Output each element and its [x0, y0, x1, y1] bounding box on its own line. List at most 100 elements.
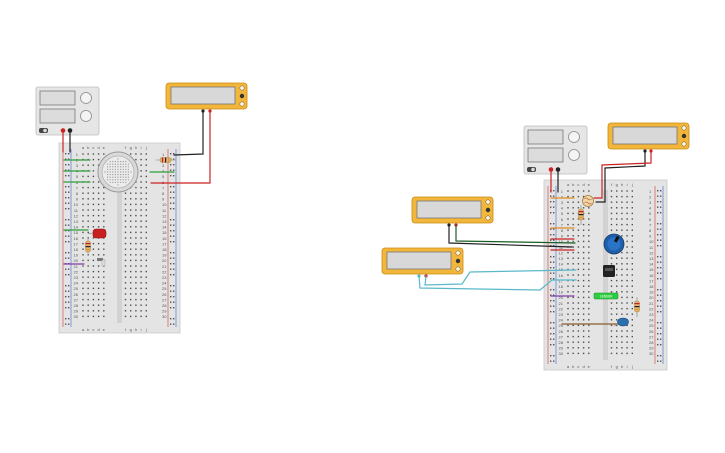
breadboard-hole[interactable]	[140, 226, 142, 228]
rail-hole[interactable]	[553, 294, 555, 296]
breadboard-hole[interactable]	[616, 313, 618, 315]
breadboard-hole[interactable]	[145, 254, 147, 256]
breadboard-hole[interactable]	[130, 298, 132, 301]
right-resistor-2[interactable]	[634, 297, 640, 317]
breadboard-hole[interactable]	[92, 181, 95, 183]
breadboard-hole[interactable]	[145, 192, 147, 194]
breadboard-hole[interactable]	[87, 186, 89, 189]
rail-hole[interactable]	[173, 274, 175, 276]
breadboard-hole[interactable]	[130, 287, 132, 290]
breadboard-hole[interactable]	[140, 220, 142, 222]
breadboard-hole[interactable]	[145, 203, 147, 206]
breadboard-hole[interactable]	[572, 335, 574, 338]
breadboard-hole[interactable]	[631, 201, 633, 203]
breadboard-hole[interactable]	[87, 276, 89, 278]
rail-hole[interactable]	[660, 261, 662, 263]
breadboard-hole[interactable]	[610, 257, 613, 259]
left-power-supply[interactable]	[35, 86, 100, 136]
breadboard-hole[interactable]	[588, 291, 590, 293]
rail-hole[interactable]	[657, 355, 659, 357]
breadboard-hole[interactable]	[616, 291, 618, 293]
rail-hole[interactable]	[660, 201, 662, 203]
breadboard-hole[interactable]	[621, 223, 623, 226]
breadboard-hole[interactable]	[130, 242, 132, 245]
breadboard-hole[interactable]	[140, 158, 142, 161]
breadboard-hole[interactable]	[572, 195, 574, 198]
breadboard-hole[interactable]	[616, 330, 618, 332]
rail-hole[interactable]	[170, 241, 172, 243]
breadboard-hole[interactable]	[124, 192, 127, 194]
left-psu-knob-current[interactable]	[80, 110, 92, 122]
rail-hole[interactable]	[68, 290, 70, 292]
breadboard-hole[interactable]	[82, 226, 84, 228]
breadboard-hole[interactable]	[588, 335, 590, 338]
breadboard-hole[interactable]	[626, 207, 628, 209]
breadboard-hole[interactable]	[621, 279, 623, 282]
breadboard-hole[interactable]	[572, 285, 574, 287]
rail-hole[interactable]	[173, 263, 175, 265]
rail-hole[interactable]	[65, 307, 67, 309]
right-capacitor[interactable]	[613, 317, 629, 327]
breadboard-hole[interactable]	[610, 201, 613, 203]
rail-hole[interactable]	[660, 234, 662, 236]
breadboard-hole[interactable]	[130, 254, 132, 256]
breadboard-hole[interactable]	[145, 310, 147, 312]
breadboard-hole[interactable]	[582, 307, 585, 310]
breadboard-hole[interactable]	[582, 302, 585, 304]
breadboard-hole[interactable]	[572, 296, 574, 299]
rail-hole[interactable]	[657, 201, 659, 203]
breadboard-hole[interactable]	[145, 214, 147, 217]
breadboard-hole[interactable]	[145, 181, 147, 183]
breadboard-hole[interactable]	[82, 214, 84, 217]
breadboard-hole[interactable]	[97, 192, 100, 194]
rail-hole[interactable]	[660, 278, 662, 280]
breadboard-hole[interactable]	[82, 186, 84, 189]
breadboard-hole[interactable]	[572, 235, 574, 237]
rail-hole[interactable]	[173, 241, 175, 243]
breadboard-hole[interactable]	[135, 282, 137, 284]
breadboard-hole[interactable]	[567, 223, 569, 226]
breadboard-hole[interactable]	[97, 287, 100, 290]
breadboard-hole[interactable]	[124, 259, 127, 262]
breadboard-hole[interactable]	[572, 229, 574, 231]
breadboard-hole[interactable]	[577, 330, 580, 332]
right-multimeter-bottom[interactable]	[381, 247, 464, 278]
breadboard-hole[interactable]	[577, 335, 580, 338]
breadboard-hole[interactable]	[145, 282, 147, 284]
breadboard-hole[interactable]	[582, 285, 585, 287]
breadboard-hole[interactable]	[145, 298, 147, 301]
rail-hole[interactable]	[68, 158, 70, 160]
breadboard-hole[interactable]	[588, 279, 590, 282]
rail-hole[interactable]	[660, 322, 662, 324]
breadboard-hole[interactable]	[567, 302, 569, 304]
rail-hole[interactable]	[660, 344, 662, 346]
breadboard-hole[interactable]	[87, 298, 89, 301]
breadboard-hole[interactable]	[92, 287, 95, 290]
breadboard-hole[interactable]	[567, 263, 569, 265]
breadboard-hole[interactable]	[577, 246, 580, 248]
rail-hole[interactable]	[68, 219, 70, 221]
breadboard-hole[interactable]	[82, 153, 84, 155]
breadboard-hole[interactable]	[582, 341, 585, 343]
rail-hole[interactable]	[170, 186, 172, 188]
breadboard-hole[interactable]	[87, 153, 89, 155]
rail-hole[interactable]	[550, 195, 552, 197]
breadboard-hole[interactable]	[631, 223, 633, 226]
rail-hole[interactable]	[660, 333, 662, 335]
breadboard-hole[interactable]	[621, 307, 623, 310]
rail-hole[interactable]	[553, 261, 555, 263]
left-multimeter-port-a[interactable]	[239, 85, 245, 91]
rail-hole[interactable]	[657, 195, 659, 197]
breadboard-hole[interactable]	[82, 192, 84, 194]
breadboard-hole[interactable]	[130, 209, 132, 211]
breadboard-hole[interactable]	[135, 220, 137, 222]
rail-hole[interactable]	[68, 202, 70, 204]
breadboard-hole[interactable]	[92, 203, 95, 206]
right-wire-middle-meter-black[interactable]	[448, 224, 573, 248]
breadboard-hole[interactable]	[130, 192, 132, 194]
breadboard-hole[interactable]	[97, 186, 100, 189]
right-resistor-1[interactable]	[578, 205, 584, 225]
breadboard-hole[interactable]	[631, 212, 633, 215]
breadboard-hole[interactable]	[145, 170, 147, 172]
